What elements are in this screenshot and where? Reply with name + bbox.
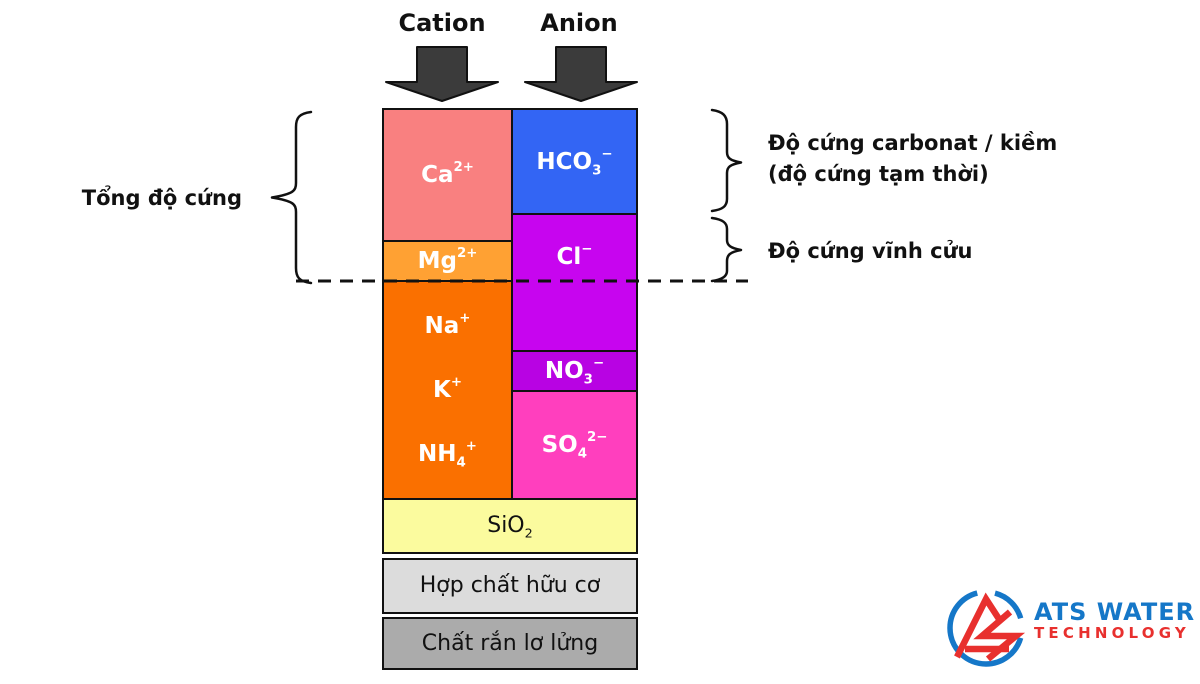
- carbonate-hardness-label: Độ cứng carbonat / kiềm (độ cứng tạm thờ…: [768, 128, 1057, 190]
- carbonate-hardness-line2: (độ cứng tạm thời): [768, 162, 989, 186]
- organic-compounds-label: Hợp chất hữu cơ: [419, 573, 601, 598]
- block-nitrate: NO3−: [511, 350, 638, 392]
- logo-text: ATS WATER TECHNOLOGY: [1034, 600, 1195, 642]
- logo-monogram-s: [973, 609, 1026, 662]
- block-silica: SiO2: [382, 498, 638, 554]
- total-hardness-label: Tổng độ cứng: [81, 186, 242, 210]
- permanent-hardness-label: Độ cứng vĩnh cửu: [768, 239, 973, 263]
- magnesium-label: Mg2+: [417, 246, 478, 274]
- bicarbonate-label: HCO3−: [536, 146, 613, 179]
- chloride-label: Cl−: [556, 242, 593, 270]
- ats-water-technology-logo: ATS WATER TECHNOLOGY: [944, 586, 1196, 670]
- carbonate-hardness-brace: [710, 108, 743, 213]
- calcium-label: Ca2+: [421, 160, 474, 188]
- total-hardness-brace: [270, 110, 313, 285]
- sodium-label: Na+: [424, 311, 471, 339]
- logo-circle: [947, 589, 1025, 667]
- ats-logo-mark: [947, 589, 1026, 667]
- suspended-solids-label: Chất rắn lơ lửng: [421, 630, 599, 656]
- carbonate-hardness-line1: Độ cứng carbonat / kiềm: [768, 131, 1058, 155]
- nitrate-label: NO3−: [544, 356, 605, 388]
- cation-arrow-icon: [385, 46, 499, 102]
- block-organic-compounds: Hợp chất hữu cơ: [382, 558, 638, 614]
- silica-label: SiO2: [487, 513, 533, 542]
- anion-arrow-icon: [524, 46, 638, 102]
- block-bicarbonate: HCO3−: [511, 108, 638, 215]
- anion-header: Anion: [540, 9, 618, 37]
- sulfate-label: SO42−: [541, 430, 608, 462]
- cation-header: Cation: [398, 9, 486, 37]
- block-suspended-solids: Chất rắn lơ lửng: [382, 617, 638, 670]
- block-chloride: Cl−: [511, 213, 638, 352]
- permanent-hardness-brace: [710, 216, 743, 283]
- logo-monogram-a: [954, 592, 1002, 659]
- potassium-label: K+: [433, 375, 462, 403]
- block-magnesium: Mg2+: [382, 240, 513, 282]
- logo-line1: ATS WATER: [1034, 598, 1196, 626]
- block-sodium-potassium-ammonium: Na+ K+ NH4+: [382, 280, 513, 500]
- block-sulfate: SO42−: [511, 390, 638, 500]
- block-calcium: Ca2+: [382, 108, 513, 242]
- logo-line2: TECHNOLOGY: [1034, 624, 1190, 642]
- ammonium-label: NH4+: [418, 439, 477, 471]
